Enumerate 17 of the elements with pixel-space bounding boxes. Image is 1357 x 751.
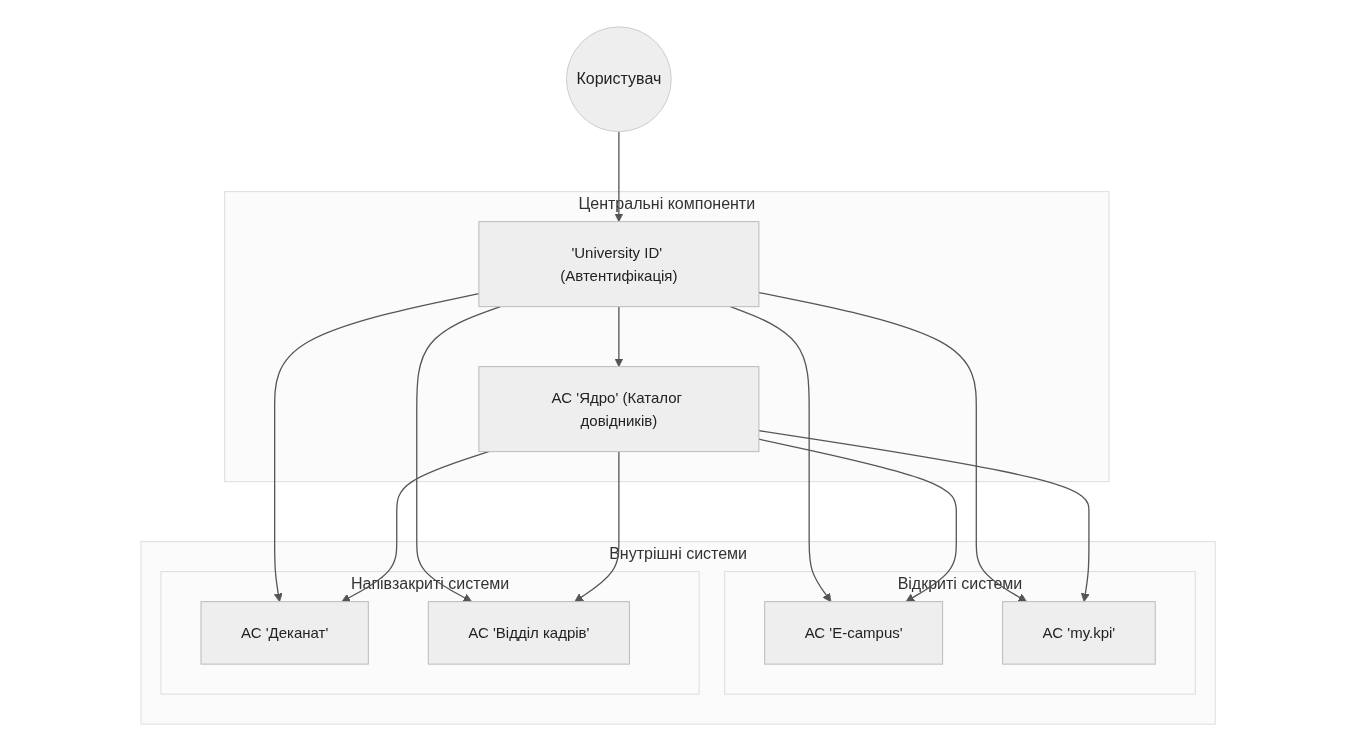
arrow <box>341 451 490 603</box>
node-box: АС 'Ядро' (Каталог довідників) <box>478 366 760 453</box>
node-box: АС 'Відділ кадрів' <box>428 601 631 665</box>
arrow <box>614 131 624 223</box>
node-box: 'University ID' (Автентифікація) <box>478 221 760 308</box>
arrow <box>416 306 502 603</box>
arrow <box>758 430 1091 603</box>
node-box: АС 'Деканат' <box>200 601 370 665</box>
arrow <box>574 451 620 603</box>
node-circle: Користувач <box>566 26 673 133</box>
node-box: АС 'my.kpi' <box>1002 601 1157 665</box>
arrow <box>730 306 832 603</box>
arrow <box>758 291 1028 603</box>
arrow <box>614 306 624 368</box>
node-box: АС 'E-campus' <box>764 601 944 665</box>
arrow <box>274 292 480 603</box>
arrow <box>758 438 958 603</box>
